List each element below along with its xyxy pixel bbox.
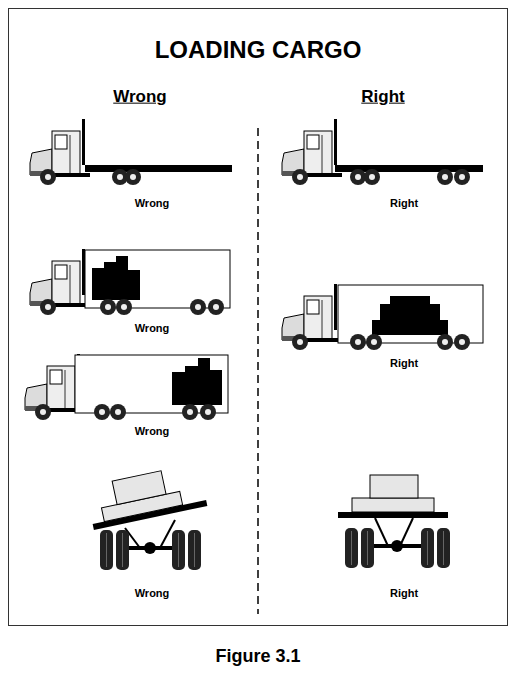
column-header: Right [361, 88, 404, 107]
verdict-label: Right [390, 587, 418, 599]
van-truck-rear-load [25, 354, 228, 420]
axle-view-level [338, 475, 450, 568]
flatbed-truck-right [282, 119, 483, 185]
cargo-block [172, 358, 222, 405]
van-truck-front-load [30, 249, 230, 315]
van-truck-centered-load [282, 284, 483, 350]
column-divider [257, 128, 259, 614]
verdict-label: Wrong [135, 425, 170, 437]
cargo-block [92, 256, 140, 300]
verdict-label: Wrong [135, 587, 170, 599]
figure-title: LOADING CARGO [155, 37, 362, 63]
flatbed-truck-wrong [30, 119, 232, 185]
column-header: Wrong [113, 88, 167, 107]
axle-view-tilted [85, 463, 208, 570]
verdict-label: Wrong [135, 197, 170, 209]
verdict-label: Wrong [135, 322, 170, 334]
figure-caption: Figure 3.1 [215, 647, 300, 667]
cargo-block [372, 296, 448, 335]
verdict-label: Right [390, 357, 418, 369]
verdict-label: Right [390, 197, 418, 209]
